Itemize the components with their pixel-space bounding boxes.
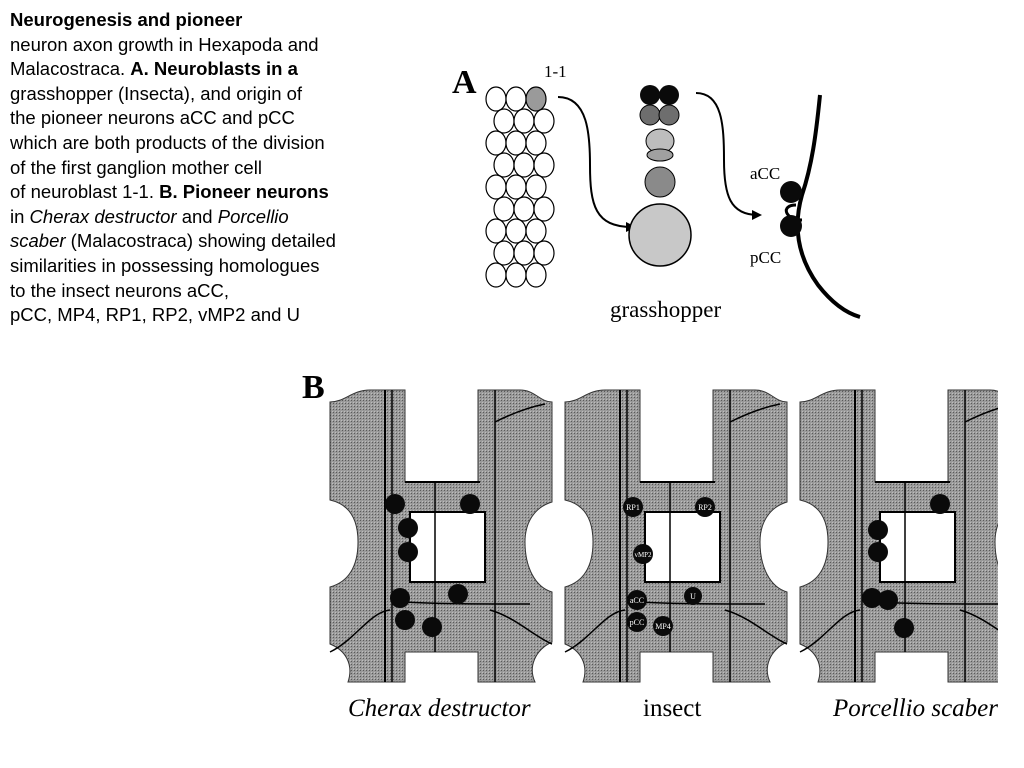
- neuroblast-cell: [485, 86, 507, 112]
- gmc-cell: [644, 166, 676, 198]
- panel-a-diagram: A 1-1 aCC pCC grasshopper: [452, 62, 861, 322]
- neuroblast-cell: [485, 174, 507, 200]
- gmc-cell: [658, 104, 680, 126]
- acc-label: aCC: [630, 596, 644, 605]
- neuroblast-cell: [533, 240, 555, 266]
- porcellio-ganglion: [799, 389, 998, 683]
- caption-line: Malacostraca. A. Neuroblasts in a: [10, 58, 298, 80]
- neuroblast-cell: [659, 85, 679, 105]
- acc-neuron: [780, 181, 802, 203]
- u-neuron: [684, 587, 702, 605]
- neuron-soma: [930, 494, 950, 514]
- panel-b-letter: B: [302, 369, 325, 406]
- insect-ganglion: RP1 RP2 vMP2 aCC U pCC MP4: [564, 389, 788, 683]
- neuroblast-cell: [525, 262, 547, 288]
- neuron-soma: [385, 494, 405, 514]
- caption-line: of the first ganglion mother cell: [10, 156, 262, 178]
- lineage-arrow: [695, 92, 759, 216]
- cherax-ganglion: [329, 389, 553, 683]
- neuroblast-cell: [485, 218, 507, 244]
- neuroblast-1-1: [525, 86, 547, 112]
- neuron-soma: [460, 494, 480, 514]
- caption-line: the pioneer neurons aCC and pCC: [10, 107, 295, 129]
- rp2-label: RP2: [698, 503, 712, 512]
- pioneer-axon: [795, 94, 861, 319]
- caption-line: in Cherax destructor and Porcellio: [10, 205, 289, 227]
- neuroblast-cluster: [485, 86, 555, 288]
- neuroblast-cell: [493, 108, 515, 134]
- neuroblast-large: [628, 203, 692, 267]
- rp1-neuron: [623, 497, 643, 517]
- caption-line: neuron axon growth in Hexapoda and: [10, 33, 319, 55]
- neuron-soma: [894, 618, 914, 638]
- figure-caption: Neurogenesis and pioneer neuron axon gro…: [10, 8, 430, 328]
- arrowhead: [752, 210, 762, 220]
- neuroblast-cell: [485, 130, 507, 156]
- neuron-soma: [398, 518, 418, 538]
- neuroblast-cell: [493, 152, 515, 178]
- gmc-cell: [639, 104, 661, 126]
- neuroblast-cell: [505, 174, 527, 200]
- caption-line: scaber (Malacostraca) showing detailed: [10, 230, 336, 252]
- panel-a-letter: A: [452, 64, 477, 101]
- lineage-arrow: [557, 96, 633, 228]
- neuron-soma: [862, 588, 882, 608]
- rp2-neuron: [695, 497, 715, 517]
- caption-line: pCC, MP4, RP1, RP2, vMP2 and U: [10, 304, 300, 326]
- neuroblast-cell: [533, 196, 555, 222]
- neuroblast-cell: [525, 218, 547, 244]
- u-label: U: [690, 592, 696, 601]
- pcc-label: pCC: [750, 248, 781, 267]
- gmc-cell: [646, 148, 674, 162]
- neuroblast-cell: [485, 262, 507, 288]
- porcellio-label: Porcellio scaber: [832, 695, 998, 722]
- pcc-neuron: [780, 215, 802, 237]
- caption-line: similarities in possessing homologues: [10, 254, 320, 276]
- organism-label: grasshopper: [610, 297, 721, 322]
- caption-line: to the insect neurons aCC,: [10, 279, 230, 301]
- neuroblast-cell: [533, 108, 555, 134]
- lineage-stack: [628, 85, 692, 267]
- cherax-label: Cherax destructor: [348, 695, 531, 722]
- neuroblast-cell: [493, 240, 515, 266]
- insect-label: insect: [643, 695, 701, 722]
- vmp2-neuron: [633, 544, 653, 564]
- vmp2-label: vMP2: [634, 551, 652, 559]
- mp4-label: MP4: [655, 622, 671, 631]
- neuroblast-cell: [505, 130, 527, 156]
- neuroblast-cell: [525, 130, 547, 156]
- neuroblast-label: 1-1: [544, 62, 567, 81]
- neuroblast-cell: [533, 152, 555, 178]
- caption-line: of neuroblast 1-1. B. Pioneer neurons: [10, 181, 329, 203]
- neuron-soma: [878, 590, 898, 610]
- neuroblast-cell: [525, 174, 547, 200]
- caption-line: which are both products of the division: [10, 131, 325, 153]
- caption-line: Neurogenesis and pioneer: [10, 9, 243, 30]
- pcc-label: pCC: [630, 618, 645, 627]
- caption-line: grasshopper (Insecta), and origin of: [10, 82, 303, 104]
- rp1-label: RP1: [626, 503, 640, 512]
- neuron-soma: [868, 520, 888, 540]
- acc-neuron: [627, 590, 647, 610]
- neuron-soma: [398, 542, 418, 562]
- neuroblast-cell: [513, 108, 535, 134]
- neuroblast-cell: [505, 218, 527, 244]
- neuroblast-cell: [513, 240, 535, 266]
- neuroblast-cell: [493, 196, 515, 222]
- neuron-soma: [422, 617, 442, 637]
- acc-label: aCC: [750, 164, 780, 183]
- neuroblast-cell: [513, 196, 535, 222]
- neuroblast-cell: [505, 86, 527, 112]
- neuron-soma: [448, 584, 468, 604]
- neuron-soma: [868, 542, 888, 562]
- mp4-neuron: [653, 616, 673, 636]
- neuron-soma: [395, 610, 415, 630]
- panel-b-diagram: B RP1 RP2 vMP2 aCC U pCC MP4: [302, 369, 998, 722]
- pcc-neuron: [627, 612, 647, 632]
- neuroblast-cell: [640, 85, 660, 105]
- neuroblast-cell: [505, 262, 527, 288]
- neuroblast-cell: [513, 152, 535, 178]
- neuron-soma: [390, 588, 410, 608]
